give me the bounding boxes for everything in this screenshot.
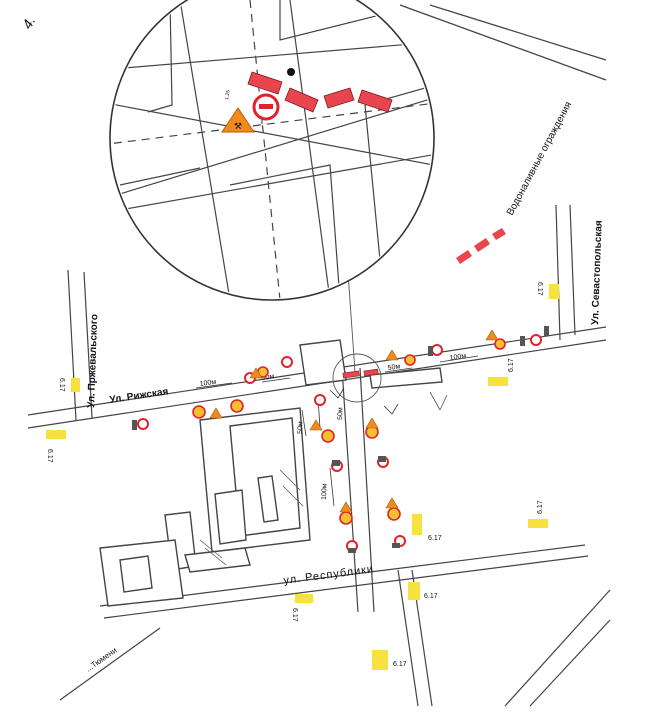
sign-6-17-bottom: [372, 650, 388, 670]
sign-arrow-icons: [329, 387, 399, 415]
legend-label: Водоналивные ограждения: [505, 100, 574, 217]
main-barriers: [342, 368, 379, 379]
water-barrier-1: [247, 71, 283, 95]
sign-code-label: 6.17: [424, 593, 438, 600]
city-tyumen-label: ...Тюмени: [84, 646, 119, 674]
street-rizhskaya-label: Ул. Рижская: [109, 386, 169, 406]
water-barrier-3: [323, 87, 355, 109]
svg-text:1.25: 1.25: [224, 90, 232, 101]
distance-50m-mid: 50м: [387, 363, 401, 372]
inset-zoom: [109, 0, 435, 301]
sign-code-label: 6.17: [46, 449, 53, 463]
distance-100m-right: 100м: [449, 353, 466, 362]
distance-50m-left: 50м: [261, 373, 275, 382]
yellow-signs: [46, 284, 559, 670]
sign-code-label: 6.17: [291, 608, 298, 622]
sign-code-labels: 6.17 6.17 6.17 6.17 6.17 6.17 6.17 6.17 …: [46, 282, 544, 668]
inset-signs: ⚒ 1.25: [221, 68, 295, 133]
water-barrier-4: [357, 89, 393, 113]
sign-6-17-lower: [408, 582, 420, 600]
sign-code-label: 6.17: [537, 500, 544, 514]
svg-text:⚒: ⚒: [234, 121, 242, 131]
sign-6-17-sevastopolskaya: [549, 284, 559, 299]
sign-6-17-respubliki: [295, 594, 313, 603]
sign-code-label: 6.17: [508, 358, 515, 372]
page-number: 4.: [19, 13, 39, 31]
sign-6-17-far-right: [528, 519, 548, 528]
traffic-signs: [132, 326, 549, 553]
distance-50m-vertical: 50м: [337, 407, 344, 420]
distance-50m-side: 50м: [297, 421, 304, 434]
buildings: [99, 339, 443, 607]
sign-6-17-mid: [412, 514, 422, 535]
speed-limit-sign-icon: [192, 338, 506, 525]
sign-stack-icon: [132, 326, 549, 553]
street-sevastopolskaya-label: Ул. Севастопольская: [590, 220, 605, 325]
sign-6-17-przhevalskogo: [71, 378, 80, 392]
legend-barrier-1: [456, 250, 472, 264]
sign-code-label: 6.17: [393, 661, 407, 668]
street-respubliki-label: ул. Республики: [283, 563, 375, 587]
sign-6-17-left: [46, 430, 66, 439]
warning-triangle-icon: [209, 329, 499, 513]
distance-100m-left: 100м: [199, 379, 216, 388]
sign-code-label: 6.17: [428, 535, 442, 542]
legend-barrier-2: [474, 238, 490, 252]
inset-barriers: [247, 71, 393, 113]
distance-100m-vertical: 100м: [321, 483, 329, 500]
road-works-sign-icon: [221, 107, 255, 133]
water-barrier-2: [284, 87, 319, 113]
distance-markers: [195, 355, 479, 507]
sign-code-label: 6.17: [536, 282, 543, 296]
street-przhevalskogo-label: Ул. Пржевальского: [86, 314, 100, 408]
sign-6-17-right: [488, 377, 508, 386]
sign-code-label: 6.17: [58, 378, 65, 392]
inset-pole-dot: [287, 68, 295, 76]
legend-barrier-3: [492, 228, 506, 240]
building-hatch: [199, 391, 448, 566]
